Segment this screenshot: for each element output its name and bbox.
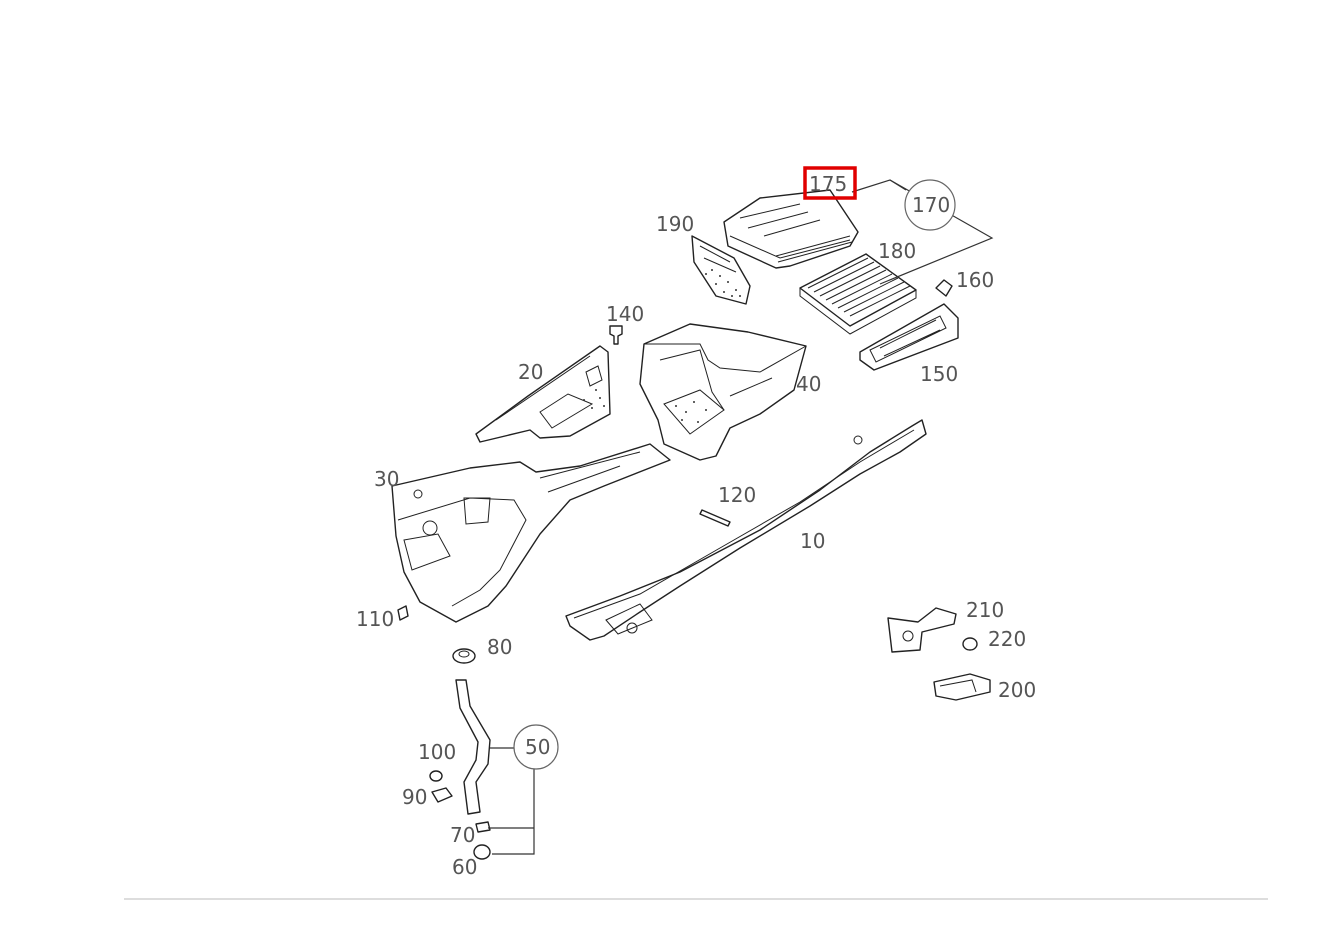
callout-175[interactable]: 175 — [809, 172, 847, 196]
nut-part-220[interactable] — [962, 637, 978, 651]
cap-part-60[interactable] — [473, 844, 491, 860]
filter-housing-part[interactable] — [723, 189, 859, 269]
side-trim-panel-part[interactable] — [391, 443, 671, 623]
highlight-box-175 — [803, 166, 857, 200]
cable-duct-part[interactable] — [565, 419, 927, 641]
clip-part-110[interactable] — [397, 605, 409, 621]
callout-210[interactable]: 210 — [966, 598, 1004, 622]
callout-120[interactable]: 120 — [718, 483, 756, 507]
hose-end-part-70[interactable] — [475, 821, 491, 833]
grommet-part-80[interactable] — [452, 648, 476, 664]
callout-60[interactable]: 60 — [452, 855, 477, 879]
callout-90[interactable]: 90 — [402, 785, 427, 809]
bulkhead-trim-part[interactable] — [475, 345, 611, 443]
callout-100[interactable]: 100 — [418, 740, 456, 764]
bracket-part-210[interactable] — [887, 607, 957, 653]
cabin-filter-part[interactable] — [799, 253, 917, 335]
callout-10[interactable]: 10 — [800, 529, 825, 553]
callout-190[interactable]: 190 — [656, 212, 694, 236]
filter-frame-part[interactable] — [859, 303, 959, 371]
callout-20[interactable]: 20 — [518, 360, 543, 384]
clip-part-160[interactable] — [935, 279, 953, 297]
group-circle-50 — [513, 724, 559, 770]
clamp-part-100[interactable] — [429, 770, 443, 782]
callout-160[interactable]: 160 — [956, 268, 994, 292]
callout-170[interactable]: 170 — [912, 193, 950, 217]
bolt-part-140[interactable] — [609, 325, 623, 345]
callout-180[interactable]: 180 — [878, 239, 916, 263]
clamp-part-90[interactable] — [431, 787, 453, 803]
callout-220[interactable]: 220 — [988, 627, 1026, 651]
group-circle-170 — [904, 179, 956, 231]
callout-80[interactable]: 80 — [487, 635, 512, 659]
screw-part-120[interactable] — [699, 509, 731, 527]
tray-panel-part[interactable] — [639, 323, 807, 461]
callout-40[interactable]: 40 — [796, 372, 821, 396]
callout-150[interactable]: 150 — [920, 362, 958, 386]
callout-140[interactable]: 140 — [606, 302, 644, 326]
callout-70[interactable]: 70 — [450, 823, 475, 847]
callout-50[interactable]: 50 — [525, 735, 550, 759]
connector-part-200[interactable] — [933, 673, 991, 701]
callout-30[interactable]: 30 — [374, 467, 399, 491]
callout-110[interactable]: 110 — [356, 607, 394, 631]
insulation-pad-part[interactable] — [691, 235, 751, 305]
drain-hose-part[interactable] — [455, 679, 491, 815]
callout-200[interactable]: 200 — [998, 678, 1036, 702]
